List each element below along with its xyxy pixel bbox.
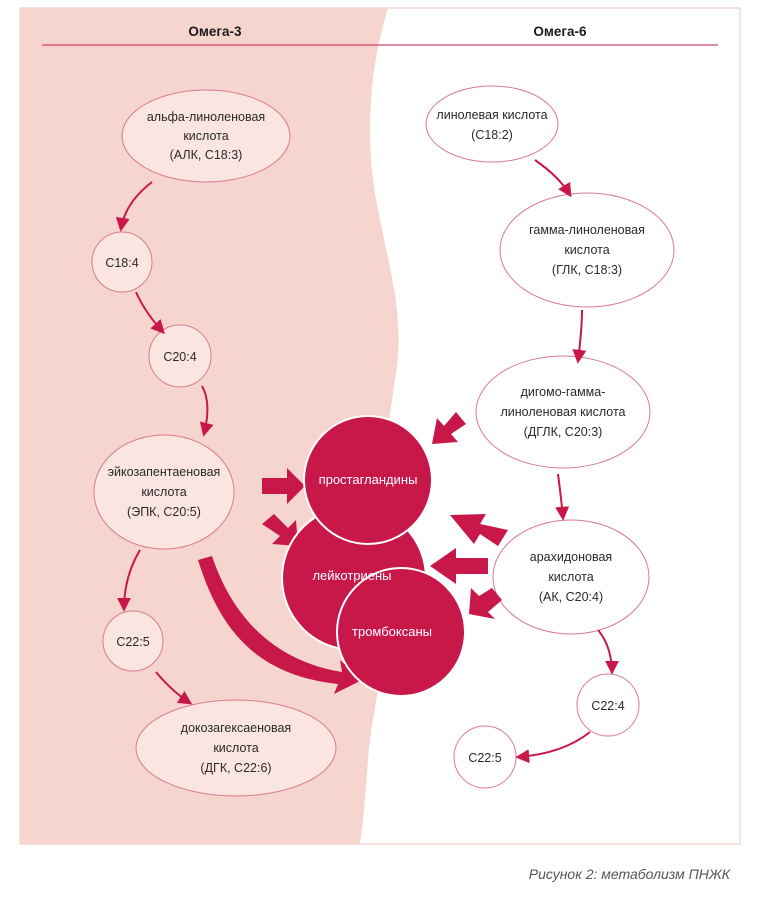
block-arrow-ak-to-leukotrienes	[430, 548, 488, 584]
node-alk: альфа-линоленовая кислота (АЛК, С18:3)	[121, 89, 291, 183]
arrow-epk-to-thromboxanes	[198, 556, 362, 694]
node-ak-line3: (АК, С20:4)	[539, 590, 603, 604]
node-glk-line3: (ГЛК, С18:3)	[552, 263, 622, 277]
node-ak-line1: арахидоновая	[530, 550, 612, 564]
node-alk-line3: (АЛК, С18:3)	[170, 148, 243, 162]
thromboxanes-circle	[336, 567, 466, 697]
arrow-c18-4-to-c20-4	[135, 291, 165, 335]
arrow-epk-to-c22-5	[117, 549, 141, 612]
arrow-dglk-to-ak	[555, 473, 570, 521]
node-c22-5-omega3: С22:5	[102, 610, 164, 672]
arrow-glk-to-dglk	[572, 309, 587, 364]
node-c22-4-label: С22:4	[591, 699, 624, 713]
node-dglk-line2: линоленовая кислота	[501, 405, 626, 419]
prostaglandins-circle	[303, 415, 433, 545]
node-c22-5-omega6-label: С22:5	[468, 751, 501, 765]
node-dgk-line1: докозагексаеновая	[181, 721, 291, 735]
node-dglk-line1: дигомо-гамма-	[521, 385, 606, 399]
node-alk-line1: альфа-линоленовая	[147, 110, 265, 124]
thromboxanes-label: тромбоксаны	[352, 624, 432, 639]
node-dgk-line2: кислота	[213, 741, 258, 755]
eicosanoid-cluster: простагландины лейкотриены тромбоксаны	[281, 415, 466, 697]
node-lk-line1: линолевая кислота	[436, 108, 547, 122]
node-c22-5-omega6: С22:5	[453, 725, 517, 789]
node-dglk-line3: (ДГЛК, С20:3)	[524, 425, 603, 439]
node-glk-line1: гамма-линоленовая	[529, 223, 645, 237]
node-dgk: докозагексаеновая кислота (ДГК, С22:6)	[135, 699, 337, 797]
arrow-lk-to-glk	[534, 159, 572, 198]
node-ak: арахидоновая кислота (АК, С20:4)	[492, 519, 650, 635]
node-dgk-line3: (ДГК, С22:6)	[200, 761, 271, 775]
omega3-header: Омега-3	[188, 24, 242, 39]
node-epk-line1: эйкозапентаеновая	[108, 465, 221, 479]
node-c18-4-label: С18:4	[105, 256, 138, 270]
node-alk-line2: кислота	[183, 129, 228, 143]
arrow-alk-to-c18-4	[115, 181, 153, 232]
node-lk: линолевая кислота (С18:2)	[425, 85, 559, 163]
figure-caption: Рисунок 2: метаболизм ПНЖК	[528, 866, 730, 882]
block-arrow-epk-to-prostaglandins	[262, 468, 305, 504]
node-epk-line2: кислота	[141, 485, 186, 499]
node-epk-line3: (ЭПК, С20:5)	[127, 505, 201, 519]
block-arrow-ak-to-prostaglandins	[450, 514, 508, 546]
node-glk-line2: кислота	[564, 243, 609, 257]
node-c22-4: С22:4	[576, 673, 640, 737]
node-c18-4: С18:4	[91, 231, 153, 293]
arrow-c22-4-to-c22-5	[515, 731, 591, 764]
node-epk: эйкозапентаеновая кислота (ЭПК, С20:5)	[93, 434, 235, 550]
node-lk-line2: (С18:2)	[471, 128, 513, 142]
block-arrow-dglk-to-prostaglandins	[432, 412, 466, 444]
node-dglk: дигомо-гамма- линоленовая кислота (ДГЛК,…	[475, 355, 651, 469]
arrow-ak-to-c22-4	[597, 629, 619, 675]
block-arrow-epk-to-leukotrienes	[262, 514, 298, 546]
node-c20-4-label: С20:4	[163, 350, 196, 364]
node-ak-line2: кислота	[548, 570, 593, 584]
arrow-c22-5-to-dgk	[155, 671, 193, 705]
node-c20-4: С20:4	[148, 324, 212, 388]
block-arrow-ak-to-thromboxanes	[469, 588, 502, 619]
omega6-header: Омега-6	[533, 24, 587, 39]
prostaglandins-label: простагландины	[319, 472, 418, 487]
leukotrienes-label: лейкотриены	[312, 568, 391, 583]
node-c22-5-omega3-label: С22:5	[116, 635, 149, 649]
arrow-c20-4-to-epk	[199, 385, 214, 437]
node-glk: гамма-линоленовая кислота (ГЛК, С18:3)	[499, 192, 675, 308]
